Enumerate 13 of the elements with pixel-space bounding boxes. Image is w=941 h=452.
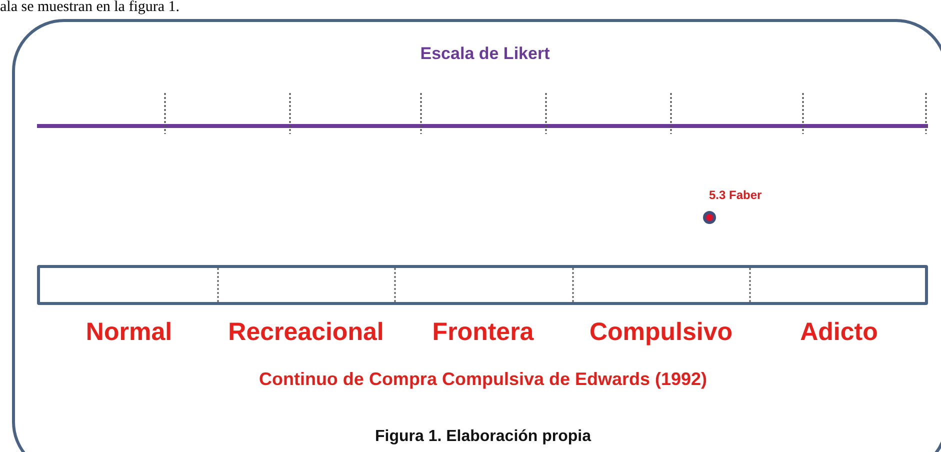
data-point [703, 211, 716, 224]
category-label: Frontera [432, 318, 534, 347]
category-label: Compulsivo [589, 318, 733, 347]
figure-caption: Figura 1. Elaboración propia [374, 428, 592, 446]
scale-title: Escala de Likert [420, 44, 550, 64]
category-label: Recreacional [228, 318, 384, 347]
rounded-frame [12, 19, 941, 452]
body-text: ala se muestran en la figura 1. [0, 0, 180, 15]
point-label: 5.3 Faber [709, 188, 762, 202]
continuum-caption: Continuo de Compra Compulsiva de Edwards (1992) [258, 369, 708, 390]
category-label: Normal [86, 318, 172, 347]
continuum-bar [37, 265, 928, 305]
category-label: Adicto [800, 318, 878, 347]
